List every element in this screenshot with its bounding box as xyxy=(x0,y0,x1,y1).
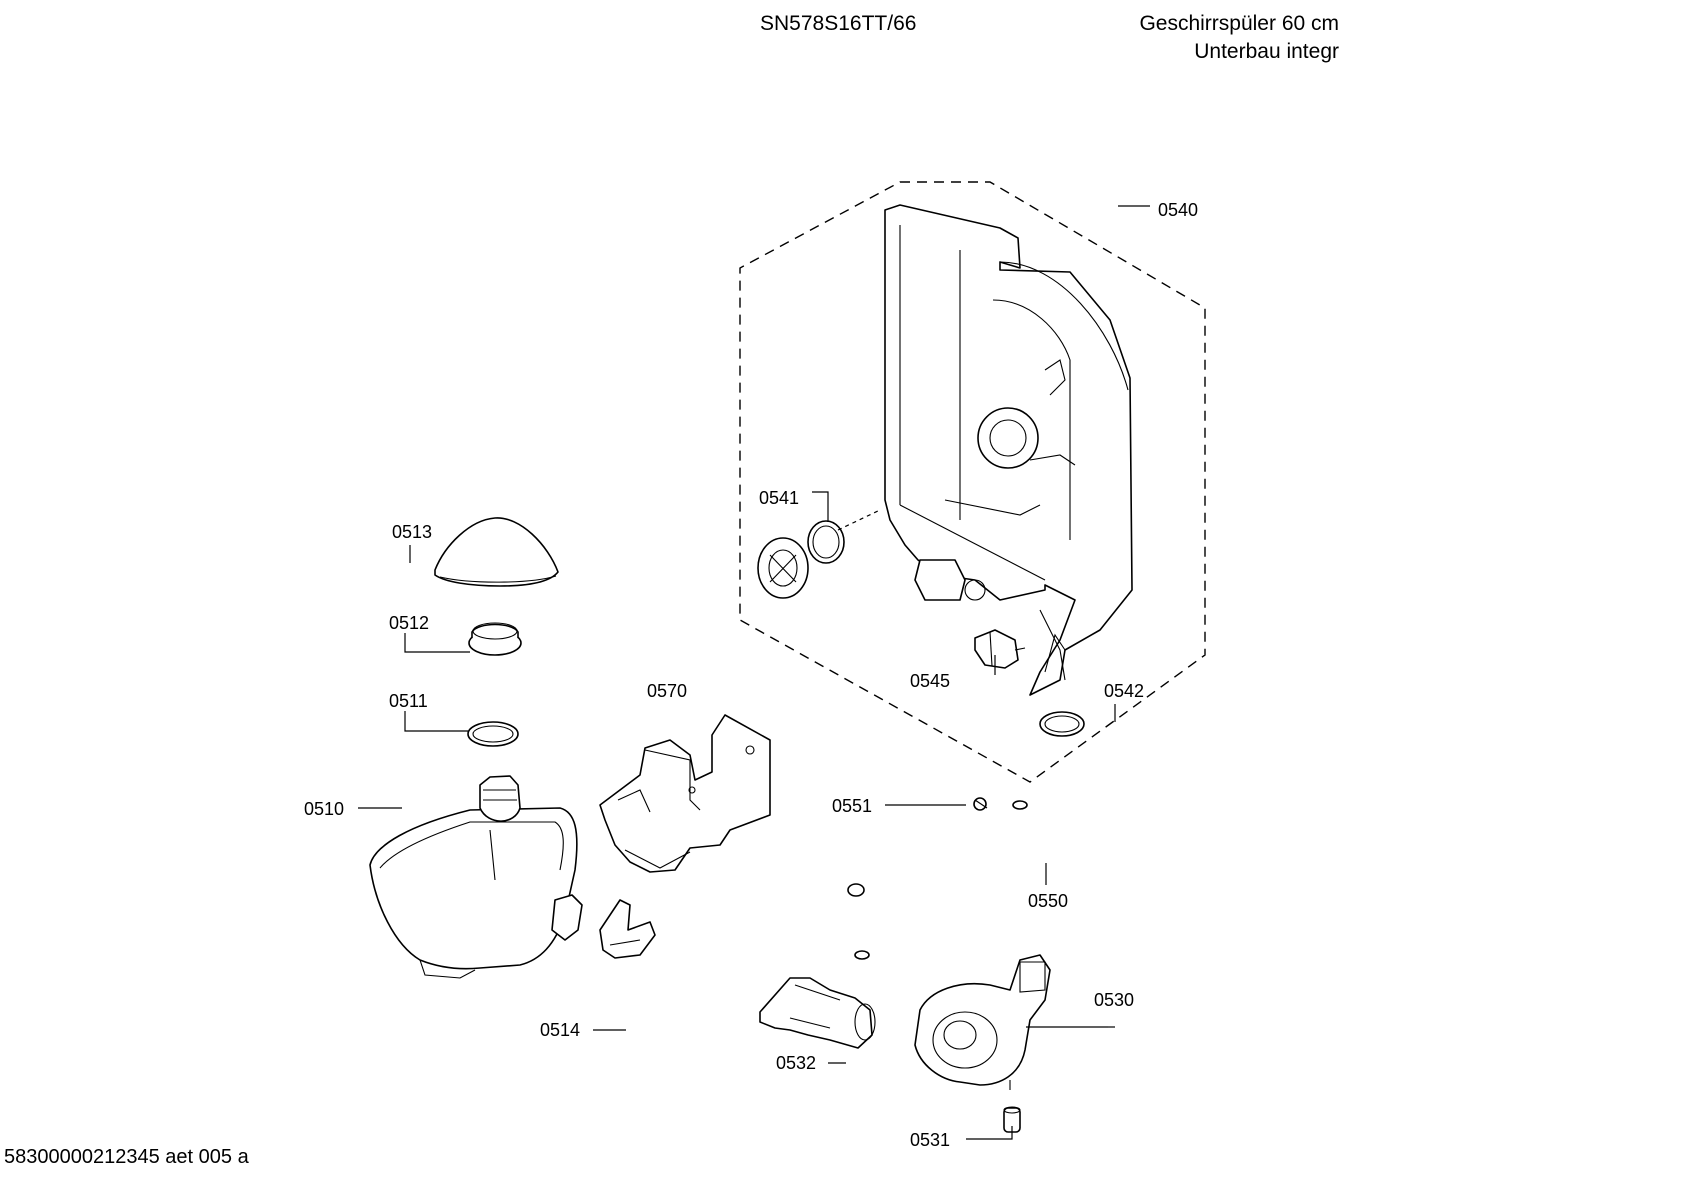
part-0550-hose xyxy=(847,800,1028,960)
part-0570-bracket xyxy=(599,714,771,873)
part-0541 xyxy=(757,509,881,599)
callout-0551: 0551 xyxy=(832,796,872,816)
part-0551-clamp xyxy=(973,797,988,811)
part-0511-oring xyxy=(467,721,519,747)
leader-0541 xyxy=(812,491,829,522)
part-0512-ring xyxy=(468,622,522,656)
callout-0542: 0542 xyxy=(1104,681,1144,701)
document-reference: 58300000212345 aet 005 a xyxy=(4,1146,249,1168)
appliance-subtitle: Unterbau integr xyxy=(1194,40,1339,63)
part-0510-tank xyxy=(369,775,583,979)
callout-0513: 0513 xyxy=(392,522,432,542)
part-0532-pipe xyxy=(759,977,876,1049)
callout-0570: 0570 xyxy=(647,681,687,701)
callout-0541: 0541 xyxy=(759,488,799,508)
part-0513-cap xyxy=(434,517,559,587)
callout-0532: 0532 xyxy=(776,1053,816,1073)
part-0545 xyxy=(974,629,1026,669)
part-0540-housing xyxy=(884,204,1133,696)
appliance-title: Geschirrspüler 60 cm xyxy=(1139,12,1339,35)
leader-0511 xyxy=(404,711,468,732)
leader-0512 xyxy=(404,633,470,653)
callout-0531: 0531 xyxy=(910,1130,950,1150)
callout-0540: 0540 xyxy=(1158,200,1198,220)
callout-0550: 0550 xyxy=(1028,891,1068,911)
callout-0511: 0511 xyxy=(389,691,428,711)
part-0542-oring xyxy=(1039,711,1085,737)
model-number: SN578S16TT/66 xyxy=(760,12,917,35)
part-0514-clip xyxy=(599,899,656,959)
callout-0510: 0510 xyxy=(304,799,344,819)
callout-0530: 0530 xyxy=(1094,990,1134,1010)
callout-0512: 0512 xyxy=(389,613,429,633)
part-0530-pump xyxy=(914,954,1051,1090)
callout-0545: 0545 xyxy=(910,671,950,691)
callout-0514: 0514 xyxy=(540,1020,580,1040)
leader-0531 xyxy=(966,1126,1013,1140)
